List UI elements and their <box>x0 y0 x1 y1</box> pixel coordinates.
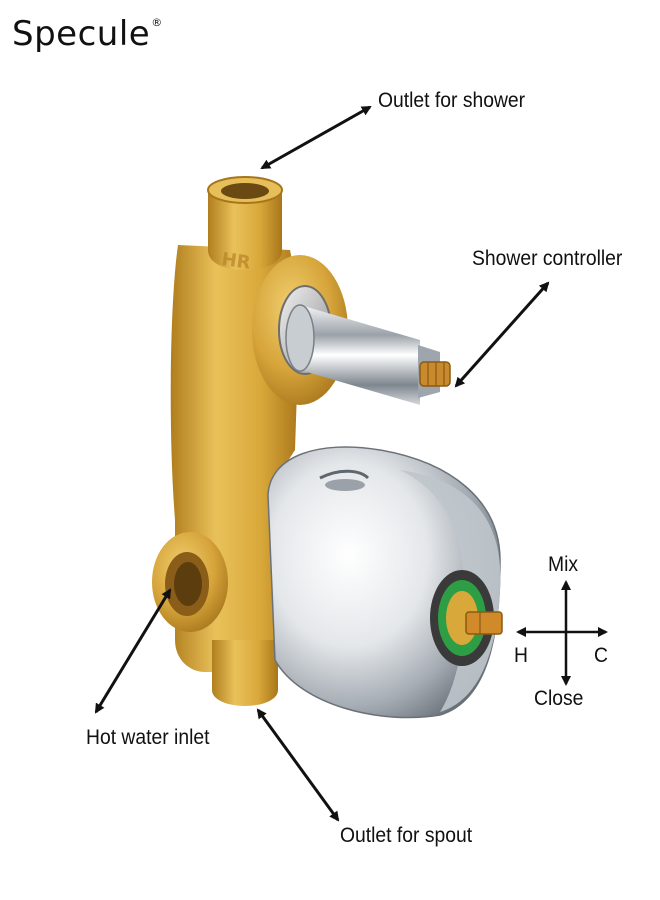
label-hot-water-inlet: Hot water inlet <box>86 726 210 749</box>
mixer-spindle <box>465 611 503 635</box>
arrow-outlet-shower <box>260 105 372 170</box>
arrow-hot-water-inlet <box>94 588 172 714</box>
top-outlet-boss <box>208 190 282 270</box>
mixer-chrome-cap <box>267 446 503 719</box>
direction-hot: H <box>514 644 528 667</box>
arrow-outlet-spout <box>256 708 340 822</box>
brand-name: Specule <box>12 14 151 54</box>
direction-mix: Mix <box>548 553 579 576</box>
body-marking: HR <box>220 249 252 274</box>
label-shower-controller: Shower controller <box>472 247 623 270</box>
direction-cold: C <box>594 644 608 667</box>
shower-controller-stem <box>285 304 451 405</box>
brand-logo: Specule® <box>12 14 163 54</box>
label-outlet-spout: Outlet for spout <box>340 824 473 847</box>
label-outlet-shower: Outlet for shower <box>378 89 526 112</box>
arrow-shower-controller <box>454 281 550 388</box>
direction-close: Close <box>534 687 584 710</box>
registered-mark: ® <box>151 16 163 29</box>
controller-spindle <box>419 361 451 387</box>
bottom-outlet-boss <box>212 640 278 706</box>
